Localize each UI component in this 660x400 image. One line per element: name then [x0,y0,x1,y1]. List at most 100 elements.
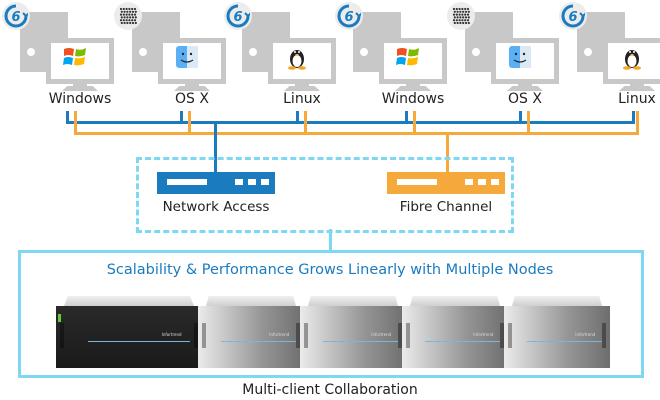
fibre-drop-line [636,111,639,135]
rack-handle [406,323,410,349]
network-drop-line [519,111,522,124]
svg-text:6: 6 [233,10,242,25]
storage-cluster-title: Scalability & Performance Grows Linearly… [106,262,554,278]
rack-handle [296,323,300,349]
monitor-stand [284,86,320,91]
front-accent-line [323,340,398,342]
osx-logo-icon [507,44,533,70]
storage-node-top [206,296,296,306]
network-trunk-line [214,121,217,173]
storage-node-front: Infortrend [56,306,202,368]
fibre-drop-line [74,111,77,135]
linux-logo-icon [619,44,645,70]
cube-icon [447,2,475,30]
monitor-stand [619,86,655,91]
monitor-stand [174,86,210,91]
fibre-drop-line [527,111,530,135]
rack-handle [508,323,512,349]
computer-monitor [268,38,336,84]
brand-label: Infortrend [371,332,392,338]
storage-node: Infortrend [402,296,508,368]
fibre-bus-line [74,132,638,135]
switch-port [248,179,256,185]
monitor-stand [62,86,98,91]
rack-handle [304,323,308,349]
client-os-label: Windows [381,91,445,107]
switch-port [235,179,243,185]
storage-node: Infortrend [198,296,304,368]
client-computer-osx: OS X [445,0,559,118]
power-led [360,48,368,56]
network-drop-line [296,111,299,124]
client-os-label: OS X [175,91,209,107]
client-os-label: Linux [283,91,321,107]
windows-logo-icon [395,44,421,70]
storage-connector-line [329,229,332,251]
fibre-channel-label: Fibre Channel [399,199,493,215]
storage-node-front: Infortrend [198,306,304,368]
storage-node-front: Infortrend [504,306,610,368]
storage-node-top [308,296,398,306]
switch-port [465,179,473,185]
monitor-stand [395,86,431,91]
storage-node-top [410,296,500,306]
power-led [249,48,257,56]
brand-label: Infortrend [161,332,182,338]
network-drop-line [405,111,408,124]
rack-handle [398,323,402,349]
switch-port-bar [167,179,207,185]
rack-handle [602,323,606,349]
rack-handle [194,323,198,349]
svg-text:6: 6 [344,10,353,25]
network-access-switch [157,172,275,194]
evos-6-icon: 6 [224,2,252,30]
network-drop-line [632,111,635,124]
evos-6-icon: 6 [335,2,363,30]
fibre-trunk-line [446,132,449,173]
evos-6-icon: 6 [559,2,587,30]
power-led [139,48,147,56]
fibre-drop-line [188,111,191,135]
storage-node: Infortrend [300,296,406,368]
osx-logo-icon [174,44,200,70]
windows-logo-icon [62,44,88,70]
status-led-icon [58,314,61,322]
power-led [27,48,35,56]
front-accent-line [221,340,296,342]
rack-handle [60,323,64,349]
client-os-label: OS X [508,91,542,107]
svg-text:6: 6 [11,10,20,25]
brand-label: Infortrend [269,332,290,338]
rack-handle [500,323,504,349]
monitor-stand [507,86,543,91]
computer-monitor [46,38,114,84]
network-bus-line [66,121,634,124]
switch-port-bar [397,179,437,185]
rack-handle [202,323,206,349]
client-os-label: Windows [48,91,112,107]
network-access-label: Network Access [162,199,270,215]
client-os-label: Linux [618,91,656,107]
diagram-caption: Multi-client Collaboration [242,382,418,398]
network-drop-line [66,111,69,124]
front-accent-line [88,340,191,342]
switch-port [261,179,269,185]
network-drop-line [180,111,183,124]
storage-node-top [512,296,602,306]
client-computer-osx: OS X [112,0,226,118]
storage-node: Infortrend [56,296,202,368]
fibre-drop-line [413,111,416,135]
fibre-channel-switch [387,172,505,194]
storage-cluster-frame [18,250,644,378]
switch-port [491,179,499,185]
power-led [472,48,480,56]
brand-label: Infortrend [575,332,596,338]
front-accent-line [527,340,602,342]
fibre-drop-line [304,111,307,135]
front-accent-line [425,340,500,342]
switch-group-frame [136,157,514,233]
switch-port [478,179,486,185]
